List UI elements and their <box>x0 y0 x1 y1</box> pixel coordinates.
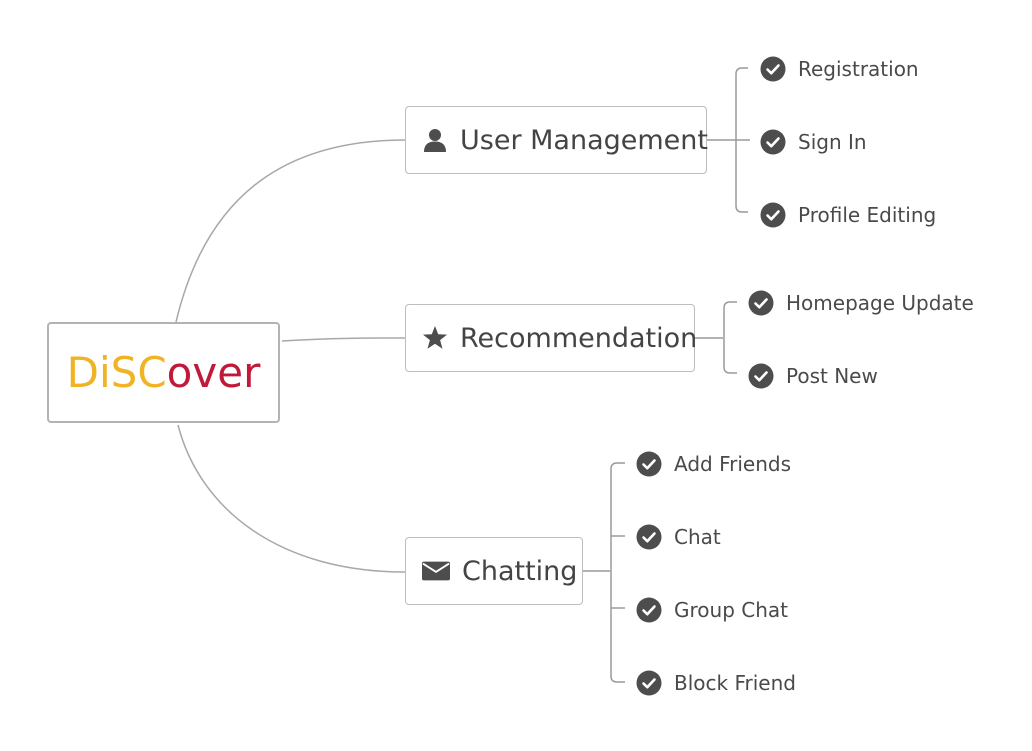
leaf-label: Sign In <box>798 130 867 154</box>
star-icon <box>422 324 448 352</box>
leaf-label: Post New <box>786 364 878 388</box>
check-circle-icon <box>760 56 786 82</box>
root-letter: D <box>66 348 99 397</box>
root-letter: e <box>217 348 244 397</box>
check-circle-icon <box>748 363 774 389</box>
user-icon <box>422 126 448 154</box>
bracket-chatting <box>583 462 625 683</box>
root-letter: S <box>110 348 138 397</box>
check-circle-icon <box>636 524 662 550</box>
leaf-chat[interactable]: Chat <box>636 522 721 552</box>
branch-recommendation[interactable]: Recommendation <box>405 304 698 372</box>
leaf-label: Homepage Update <box>786 291 974 315</box>
check-circle-icon <box>636 451 662 477</box>
root-letter: o <box>166 348 193 397</box>
leaf-block-friend[interactable]: Block Friend <box>636 668 796 698</box>
check-circle-icon <box>760 202 786 228</box>
root-letter: C <box>137 348 167 397</box>
root-letter: v <box>192 348 218 397</box>
leaf-label: Profile Editing <box>798 203 937 227</box>
check-circle-icon <box>636 597 662 623</box>
branch-chatting[interactable]: Chatting <box>405 537 583 605</box>
bracket-user-management <box>707 67 750 213</box>
leaf-homepage-update[interactable]: Homepage Update <box>748 288 974 318</box>
branch-label: Recommendation <box>460 322 698 354</box>
leaf-group-chat[interactable]: Group Chat <box>636 595 788 625</box>
connector-root-recommendation <box>281 337 406 342</box>
leaf-registration[interactable]: Registration <box>760 54 919 84</box>
check-circle-icon <box>760 129 786 155</box>
leaf-label: Registration <box>798 57 919 81</box>
bracket-recommendation <box>695 301 737 374</box>
leaf-label: Add Friends <box>674 452 792 476</box>
root-letter: i <box>98 348 111 397</box>
check-circle-icon <box>636 670 662 696</box>
connector-root-chatting <box>177 424 406 573</box>
leaf-label: Block Friend <box>674 671 796 695</box>
connector-root-user-management <box>175 139 406 323</box>
leaf-label: Chat <box>674 525 721 549</box>
leaf-label: Group Chat <box>674 598 788 622</box>
leaf-add-friends[interactable]: Add Friends <box>636 449 791 479</box>
leaf-sign-in[interactable]: Sign In <box>760 127 867 157</box>
check-circle-icon <box>748 290 774 316</box>
branch-label: Chatting <box>462 555 578 587</box>
branch-label: User Management <box>460 124 708 156</box>
root-letter: r <box>243 348 261 397</box>
leaf-post-new[interactable]: Post New <box>748 361 878 391</box>
leaf-profile-editing[interactable]: Profile Editing <box>760 200 936 230</box>
branch-user-management[interactable]: User Management <box>405 106 708 174</box>
envelope-icon <box>422 557 450 585</box>
